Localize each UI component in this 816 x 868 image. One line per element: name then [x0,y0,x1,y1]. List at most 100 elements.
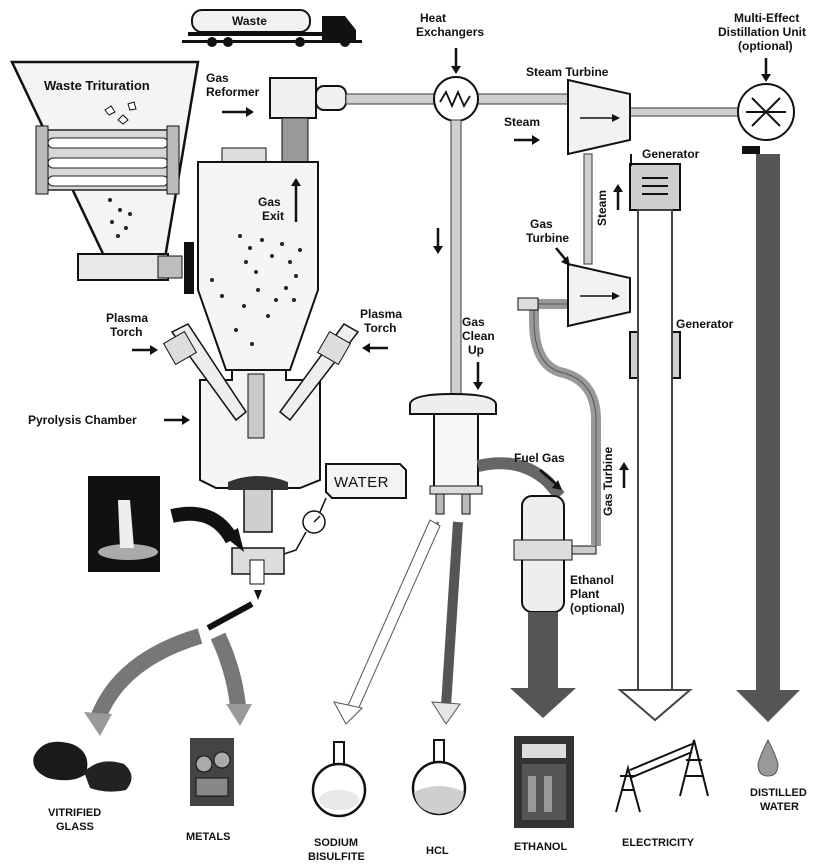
steam-vertical-label: Steam [595,190,609,226]
gas-exit-label-2: Exit [262,209,284,223]
arrowhead-icon [617,689,693,722]
heat-exchangers-label-2: Exchangers [416,25,484,39]
distillation-unit [737,83,795,154]
generator-top-label: Generator [642,147,700,161]
gas-turbine [567,262,631,328]
arrowhead-icon [510,688,576,718]
steam-turbine-label: Steam Turbine [526,65,609,79]
steam-pipe-to-distillation [629,107,741,117]
waste-truck-label: Waste [232,14,267,28]
ethanol-label: ETHANOL [514,841,567,853]
slag-drip [206,601,254,631]
distilled-label-1: DISTILLED [750,787,807,799]
ethanol-plant-label-2: Plant [570,587,599,601]
flow-arrow-sodium [345,519,441,715]
fuel-gas-pipe [476,457,565,500]
steam-label: Steam [504,115,540,129]
metals-label: METALS [186,831,230,843]
metals-icon [190,738,234,806]
sodium-label-1: SODIUM [314,837,358,849]
flow-arrow-electricity [637,209,673,691]
arrow-down-icon [473,362,483,390]
plasma-torch-left [162,323,248,422]
syngas-pipe [345,93,437,105]
truck-icon [182,9,362,47]
distillation-label-2: Distillation Unit [718,25,806,39]
power-tower-icon [615,739,709,813]
water-tank [283,463,407,555]
gas-reformer-label-2: Reformer [206,85,260,99]
vitrified-glass-icon [33,741,132,792]
flow-arrow-ethanol [528,612,558,692]
flow-arrow-hcl [441,521,463,707]
arrowhead-icon [84,712,112,736]
plasma-torch-right-label-2: Torch [364,321,396,335]
shaft [630,154,632,166]
arrowhead-icon [736,690,800,722]
distillation-label-1: Multi-Effect [734,11,799,25]
flow-arrow-vitrified [90,628,203,722]
arrow-down-icon [761,58,771,82]
vitrified-label-1: VITRIFIED [48,807,101,819]
flow-arrow-distilled-water [756,154,780,690]
sodium-label-2: BISULFITE [308,851,365,863]
ethanol-plant-label-1: Ethanol [570,573,614,587]
arrow-down-icon [433,228,443,254]
heat-exchangers-label-1: Heat [420,11,446,25]
water-drop-icon [757,738,779,777]
plasma-torch-left-label-2: Torch [110,325,142,339]
pyrolysis-chamber-label: Pyrolysis Chamber [28,413,137,427]
arrowhead-icon [431,701,461,725]
arrow-right-icon [514,135,540,145]
flask-icon [411,739,467,816]
vitrified-label-2: GLASS [56,821,94,833]
gas-exit-label-1: Gas [258,195,281,209]
arrow-right-icon [132,345,158,355]
arrow-down-right-icon [539,469,562,490]
distillation-label-3: (optional) [738,39,793,53]
plasma-torch-right [278,323,360,422]
generator-icon [629,163,681,211]
arrowhead-icon [333,701,364,725]
gas-turbine-label-2: Turbine [526,231,569,245]
arrow-up-icon [619,462,629,488]
pyrolysis-vessel [197,147,321,600]
feed-auger [77,242,194,294]
molten-slag-photo [88,476,160,572]
gas-turbine-label-1: Gas [530,217,553,231]
arrow-down-icon [555,247,570,266]
arrow-right-icon [222,107,254,117]
gas-reformer-label-1: Gas [206,71,229,85]
arrow-right-icon [164,415,190,425]
gas-cleanup-pipe [450,119,462,397]
arrow-left-icon [362,343,388,353]
gas-scrubber [409,392,497,515]
arrow-down-icon [451,48,461,74]
ethanol-plant-label-3: (optional) [570,601,625,615]
curved-arrow-icon [170,506,239,544]
gas-clean-up-label-2: Clean [462,329,495,343]
gas-clean-up-label-3: Up [468,343,484,357]
gas-particles [210,234,302,346]
fuel-gas-label: Fuel Gas [514,451,565,465]
arrow-up-icon [291,178,301,222]
arrowhead-icon [226,704,252,726]
distilled-label-2: WATER [760,801,799,813]
waste-trituration-label: Waste Trituration [44,78,150,93]
flask-icon [311,741,367,818]
pipe-flange [517,297,539,311]
plasma-torch-right-label-1: Plasma [360,307,402,321]
steam-pipe [477,93,569,105]
generator-bottom-label: Generator [676,317,734,331]
plasma-torch-left-label-1: Plasma [106,311,148,325]
flow-arrow-metals [210,632,246,707]
heat-exchanger-icon [433,76,479,122]
gas-clean-up-label-1: Gas [462,315,485,329]
fuel-pump-icon [514,736,574,828]
water-label: WATER [334,474,389,491]
arrow-up-icon [613,184,623,210]
hcl-label: HCL [426,845,449,857]
ethanol-plant [513,495,597,613]
